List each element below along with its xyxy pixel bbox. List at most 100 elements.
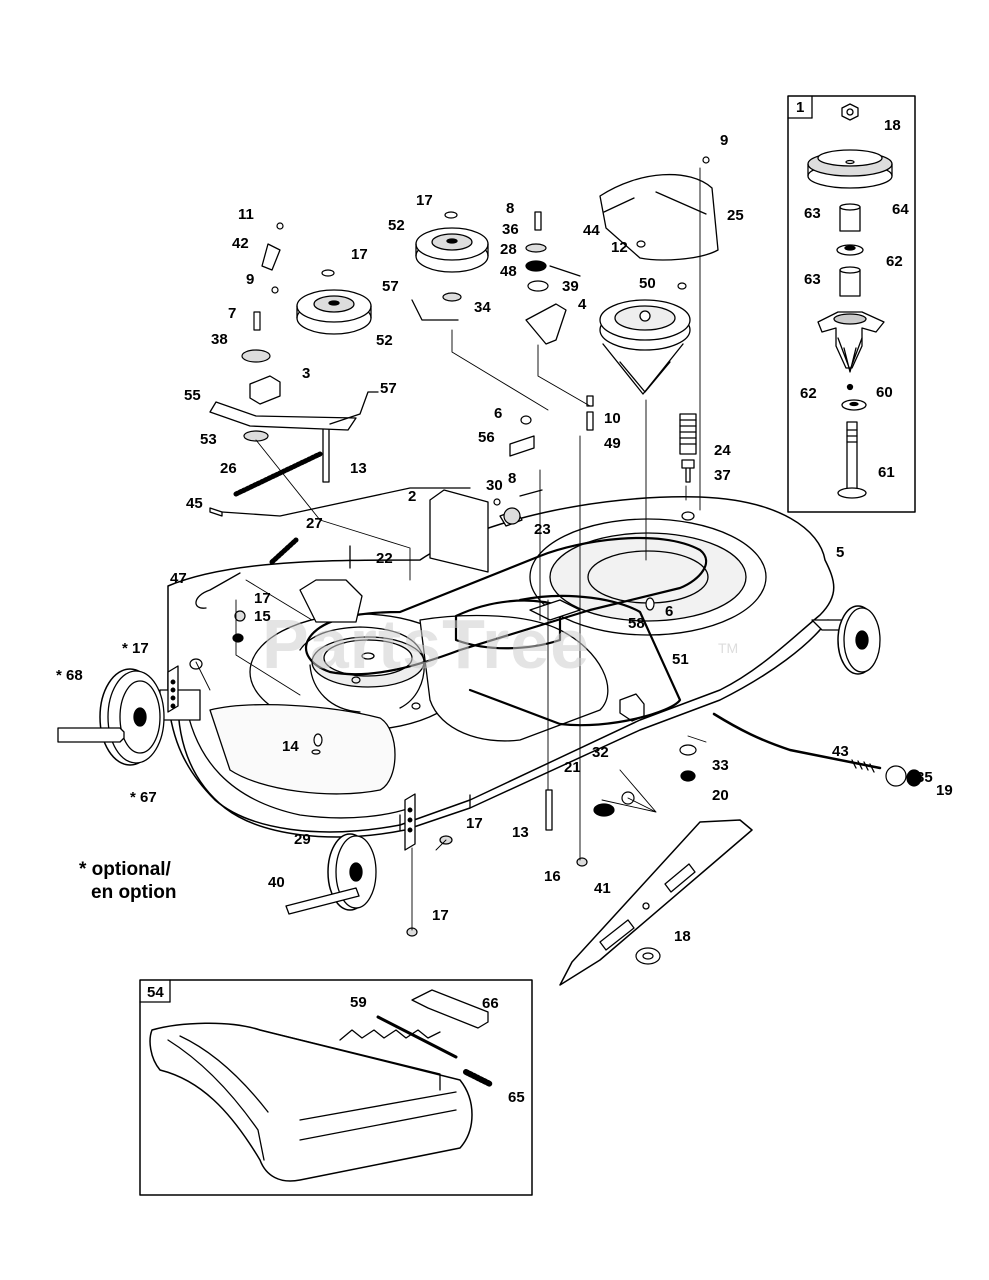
callout-29: 29 — [294, 831, 311, 848]
callout-18: 18 — [884, 117, 901, 134]
callout-36: 36 — [502, 221, 519, 238]
callout-67-optional: * 67 — [130, 789, 157, 806]
optional-note-line1: * optional/ — [79, 859, 171, 880]
callout-12: 12 — [611, 239, 628, 256]
callout-8: 8 — [506, 200, 515, 217]
idler-pulley-52-left — [296, 289, 372, 335]
callout-38: 38 — [211, 331, 228, 348]
callout-63: 63 — [804, 205, 821, 222]
callout-62: 62 — [800, 385, 817, 402]
callout-17: 17 — [254, 590, 271, 607]
callout-5: 5 — [836, 544, 845, 561]
optional-note-line2: en option — [91, 882, 177, 903]
callout-18: 18 — [674, 928, 691, 945]
spindle-assembly — [807, 103, 893, 499]
callout-52: 52 — [376, 332, 393, 349]
callout-42: 42 — [232, 235, 249, 252]
spindle-inset-label: 1 — [796, 99, 805, 116]
callout-22: 22 — [376, 550, 393, 567]
callout-56: 56 — [478, 429, 495, 446]
callout-16: 16 — [544, 868, 561, 885]
callout-52: 52 — [388, 217, 405, 234]
callout-6: 6 — [494, 405, 503, 422]
idler-pulley-52-top — [415, 227, 489, 273]
callout-9: 9 — [246, 271, 255, 288]
callout-17: 17 — [432, 907, 449, 924]
callout-19: 19 — [936, 782, 953, 799]
callout-28: 28 — [500, 241, 517, 258]
callout-37: 37 — [714, 467, 731, 484]
callout-17: 17 — [351, 246, 368, 263]
mower-blade — [559, 819, 753, 986]
callout-17: 17 — [466, 815, 483, 832]
callout-47: 47 — [170, 570, 187, 587]
callout-11: 11 — [238, 206, 254, 223]
callout-57: 57 — [382, 278, 399, 295]
callout-41: 41 — [594, 880, 611, 897]
callout-60: 60 — [876, 384, 893, 401]
discharge-chute — [149, 1022, 473, 1182]
callout-17: 17 — [416, 192, 433, 209]
rear-wheel-67 — [99, 668, 165, 766]
callout-45: 45 — [186, 495, 203, 512]
callout-20: 20 — [712, 787, 729, 804]
callout-64: 64 — [892, 201, 909, 218]
small-hardware — [189, 156, 922, 965]
watermark: PartsTree — [262, 605, 591, 683]
callout-21: 21 — [564, 759, 581, 776]
callout-65: 65 — [508, 1089, 525, 1106]
callout-34: 34 — [474, 299, 491, 316]
callout-2: 2 — [408, 488, 417, 505]
callout-55: 55 — [184, 387, 201, 404]
callout-40: 40 — [268, 874, 285, 891]
watermark-trademark: TM — [718, 640, 739, 656]
callout-24: 24 — [714, 442, 731, 459]
callout-23: 23 — [534, 521, 551, 538]
callout-3: 3 — [302, 365, 311, 382]
callout-68-optional: * 68 — [56, 667, 83, 684]
callout-62: 62 — [886, 253, 903, 270]
callout-14: 14 — [282, 738, 299, 755]
callout-6: 6 — [665, 603, 674, 620]
callout-49: 49 — [604, 435, 621, 452]
optional-note: * optional/ en option — [79, 858, 176, 904]
callout-61: 61 — [878, 464, 895, 481]
drive-belt — [304, 536, 708, 727]
discharge-inset-box — [139, 979, 533, 1196]
callout-43: 43 — [832, 743, 849, 760]
callout-17-optional: * 17 — [122, 640, 149, 657]
callout-30: 30 — [486, 477, 503, 494]
callout-15: 15 — [254, 608, 271, 625]
discharge-inset-label: 54 — [147, 984, 164, 1001]
callout-51: 51 — [672, 651, 689, 668]
spindle-inset-box — [787, 95, 916, 513]
callout-44: 44 — [583, 222, 600, 239]
callout-27: 27 — [306, 515, 323, 532]
callout-32: 32 — [592, 744, 609, 761]
callout-13: 13 — [512, 824, 529, 841]
callout-58: 58 — [628, 615, 645, 632]
callout-7: 7 — [228, 305, 237, 322]
callout-63: 63 — [804, 271, 821, 288]
callout-13: 13 — [350, 460, 367, 477]
callout-10: 10 — [604, 410, 621, 427]
callout-50: 50 — [639, 275, 656, 292]
callout-25: 25 — [727, 207, 744, 224]
callout-48: 48 — [500, 263, 517, 280]
callout-8: 8 — [508, 470, 517, 487]
callout-39: 39 — [562, 278, 579, 295]
callout-57: 57 — [380, 380, 397, 397]
callout-4: 4 — [578, 296, 587, 313]
leader-lines — [195, 167, 707, 931]
callout-35: 35 — [916, 769, 933, 786]
bolts — [57, 211, 882, 1087]
deck-spindle-pulley — [599, 299, 691, 395]
callout-53: 53 — [200, 431, 217, 448]
callout-59: 59 — [350, 994, 367, 1011]
callout-66: 66 — [482, 995, 499, 1012]
brackets — [209, 173, 719, 1029]
callout-9: 9 — [720, 132, 729, 149]
callout-33: 33 — [712, 757, 729, 774]
right-wheel — [837, 605, 881, 675]
